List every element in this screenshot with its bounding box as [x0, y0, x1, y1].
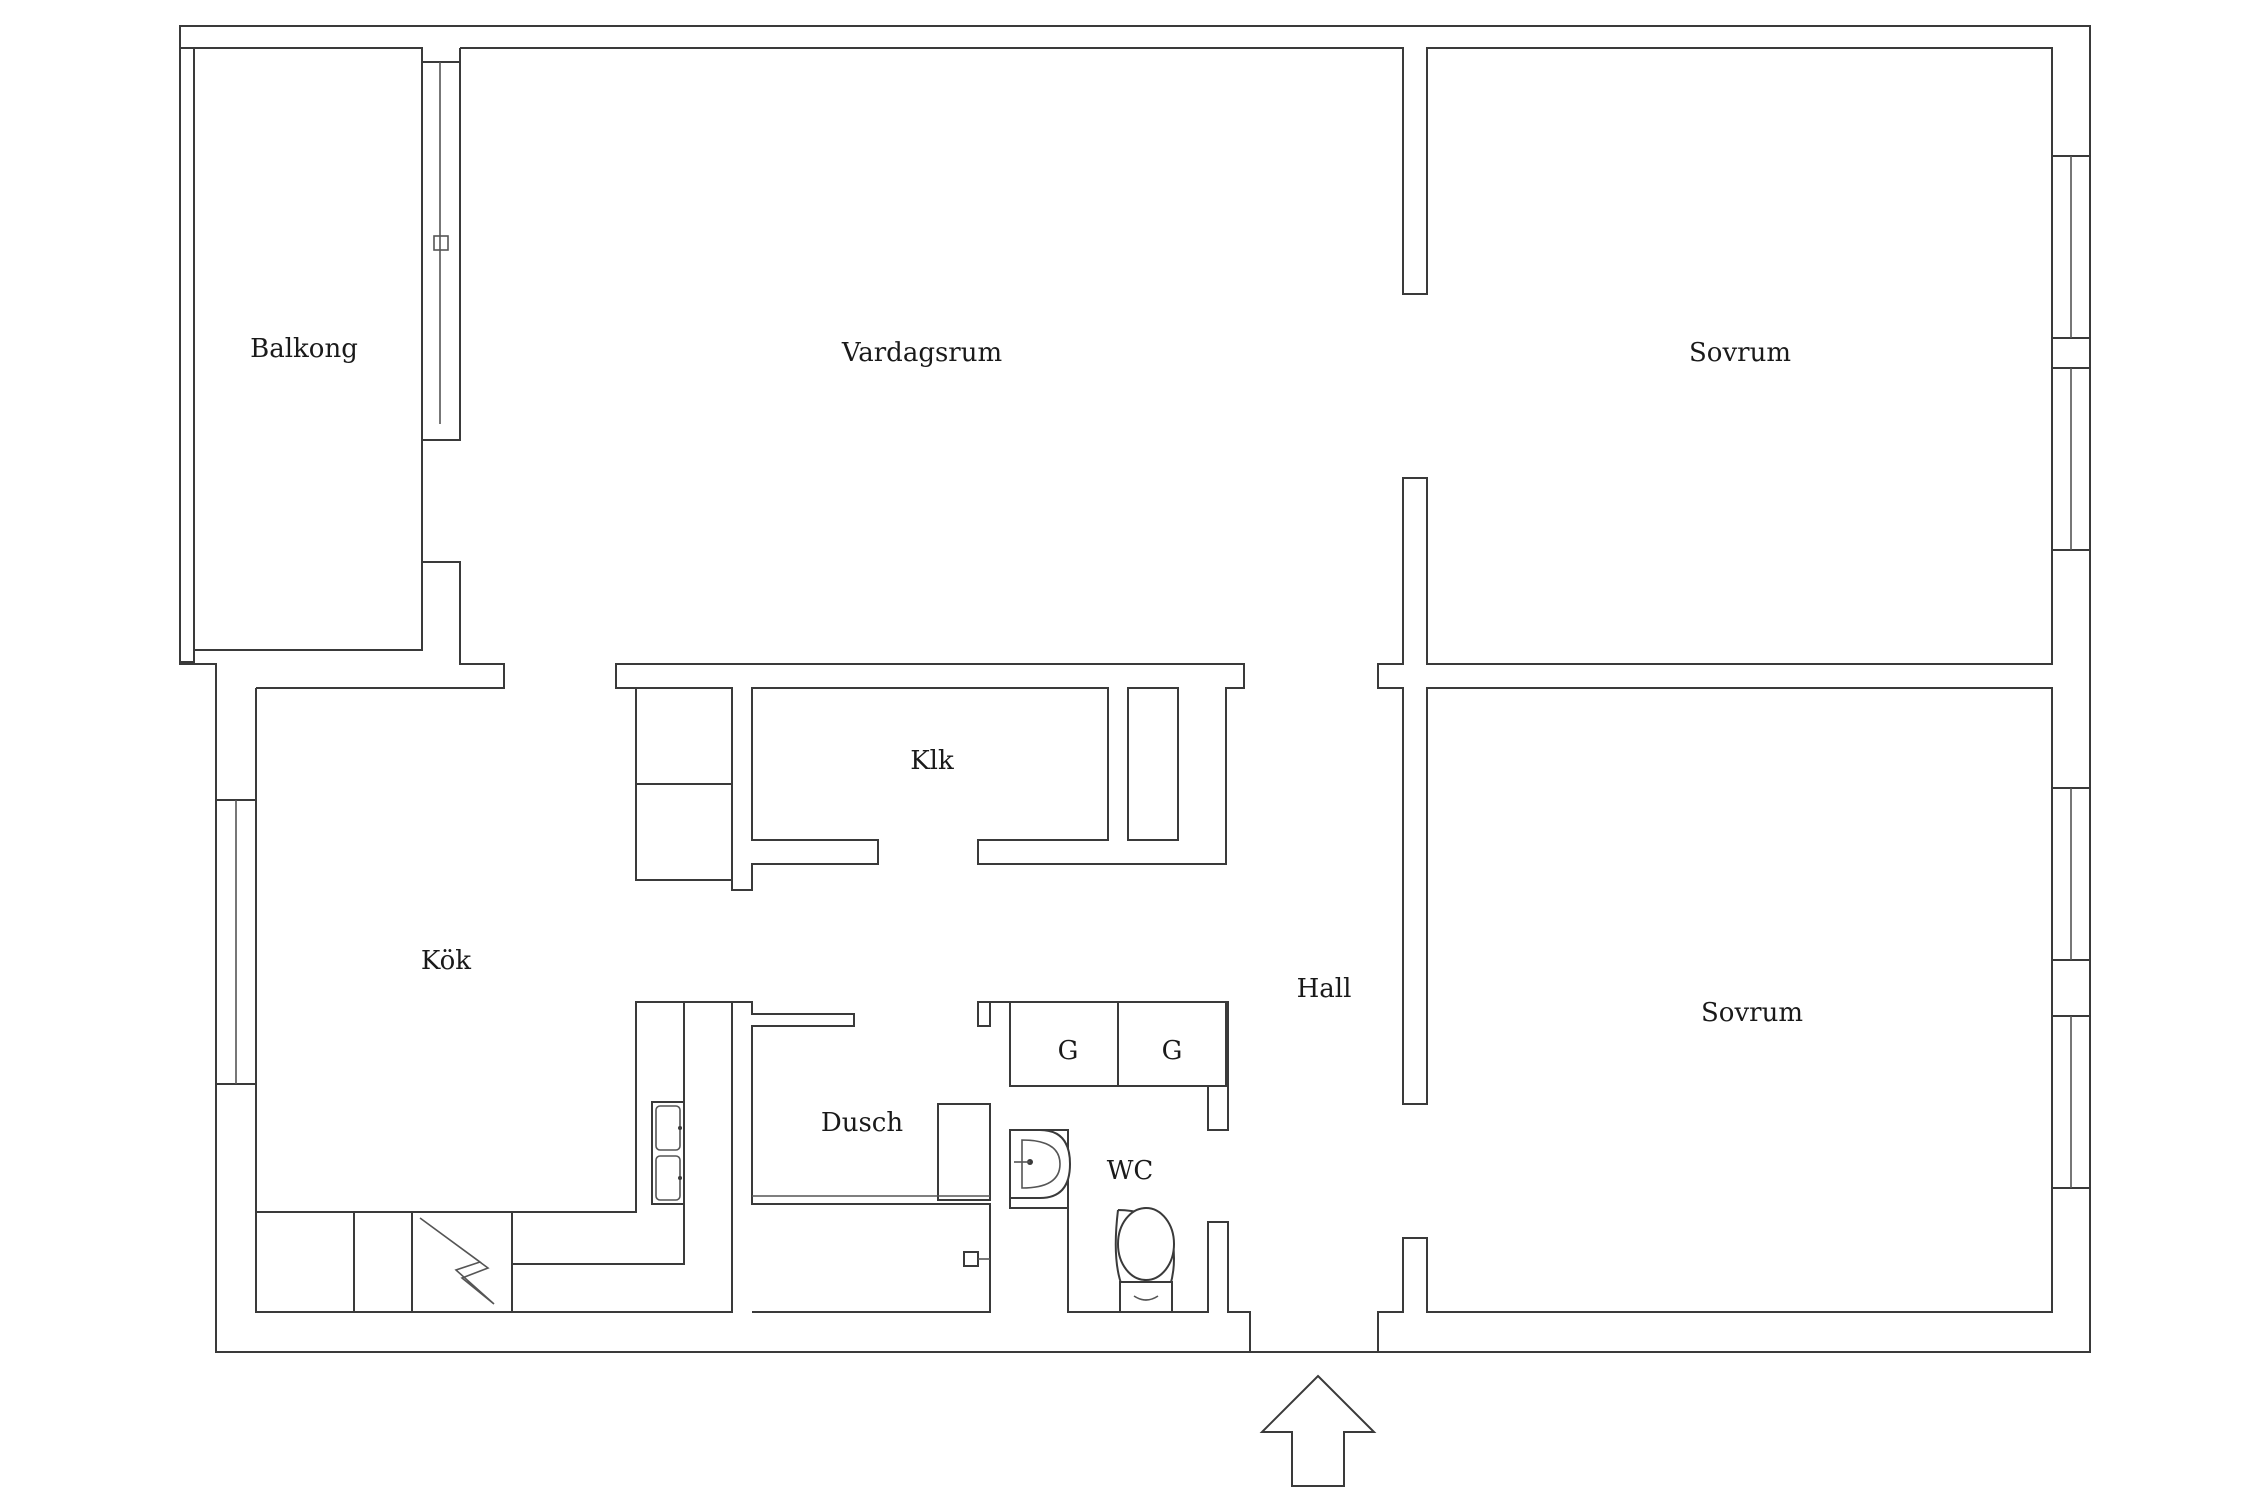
room-labels: Balkong Vardagsrum Sovrum Klk Kök Hall S… [250, 334, 1803, 1186]
kitchen-counters [255, 1001, 733, 1313]
balcony [179, 47, 461, 663]
room-label-sovrum-top: Sovrum [1689, 338, 1791, 368]
window-kitchen [215, 799, 257, 1085]
room-label-kok: Kök [421, 946, 471, 976]
room-label-sovrum-bottom: Sovrum [1701, 998, 1803, 1028]
closet-block [615, 663, 1245, 891]
toilet-icon [1114, 1207, 1175, 1313]
hall-closets [978, 1001, 1229, 1131]
kitchen-sink-icon [651, 1101, 685, 1205]
entrance-arrow-icon [1259, 1374, 1377, 1487]
closet-label-g-1: G [1058, 1036, 1079, 1066]
room-label-wc: WC [1107, 1156, 1154, 1186]
shower-head-icon [963, 1251, 990, 1267]
room-label-hall: Hall [1297, 974, 1352, 1004]
stove-icon [411, 1211, 513, 1313]
room-label-dusch: Dusch [821, 1108, 903, 1138]
wc-fixtures [1009, 1129, 1175, 1313]
room-label-klk: Klk [910, 746, 954, 776]
room-label-vardagsrum: Vardagsrum [841, 338, 1002, 368]
windows-right [2051, 155, 2091, 1189]
room-label-balkong: Balkong [250, 334, 358, 364]
stove-bolt-icon [419, 1217, 495, 1305]
washbasin-icon [1009, 1129, 1072, 1199]
closet-label-g-2: G [1162, 1036, 1183, 1066]
bathroom [732, 1001, 991, 1313]
